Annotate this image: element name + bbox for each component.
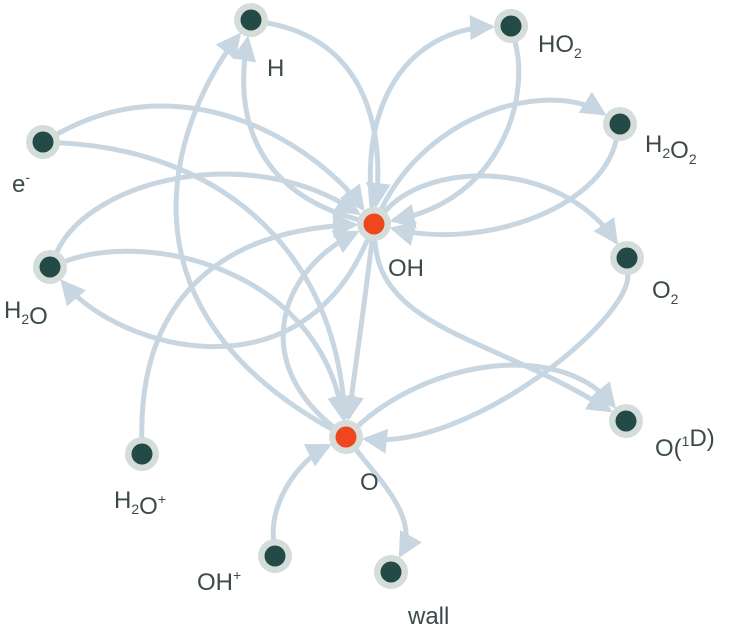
node-core-hub [335,426,357,448]
edge-ho2-to-oh [389,39,522,229]
edge-oh-to-o1d [372,238,613,413]
node-ho2[interactable] [494,9,528,43]
node-label-o1d: O(1D) [655,425,715,462]
node-label-ohp: OH+ [197,567,241,596]
node-label-h2o2: H2O2 [645,131,697,167]
node-core [615,410,637,432]
node-core [131,443,153,465]
edge-h-to-oh [265,20,391,209]
edge-o-to-oh [280,230,360,429]
edge-h2op-to-oh [139,213,359,440]
edge-e-to-oh [55,103,365,212]
edge-h2o-to-o [63,248,353,422]
node-label-ho2: HO2 [538,31,582,61]
node-core [39,256,61,278]
node-core [380,561,402,583]
node-core [240,9,262,31]
edge-h2o2-to-oh [389,138,619,246]
node-label-o: O [360,469,379,496]
node-o[interactable] [329,420,363,454]
edge-o-to-o1d [356,362,616,429]
node-core [500,15,522,37]
edges-layer [54,15,631,559]
node-h[interactable] [234,3,268,37]
node-label-oh: OH [388,255,424,282]
edge-oh-to-h2o2 [378,91,607,212]
node-h2o[interactable] [33,250,67,284]
edge-oh-to-o2 [382,173,618,245]
node-core [264,545,286,567]
node-o2[interactable] [610,241,644,275]
edge-oh-to-h [231,35,361,223]
edge-e-to-o [57,140,357,422]
node-ohp[interactable] [258,539,292,573]
node-core-hub [363,213,385,235]
edge-o-to-wall [354,447,422,559]
edge-o2-to-o [361,272,631,454]
node-core [32,131,54,153]
edge-h2o-to-oh [54,171,361,255]
node-label-o2: O2 [652,277,679,307]
node-label-wall: wall [407,603,449,630]
node-oh[interactable] [357,207,391,241]
node-core [609,113,631,135]
edge-o-to-h [173,32,334,432]
node-o1d[interactable] [609,404,643,438]
node-label-e: e- [12,169,30,198]
nodes-layer [26,3,644,589]
node-label-h: H [267,55,284,82]
node-h2op[interactable] [125,437,159,471]
node-e[interactable] [26,125,60,159]
node-core [616,247,638,269]
edge-oh-to-h2o [60,237,370,350]
edge-ohp-to-o [270,443,332,542]
node-wall[interactable] [374,555,408,589]
edge-oh-to-o [339,238,375,422]
node-h2o2[interactable] [603,107,637,141]
node-label-h2o: H2O [4,297,48,330]
edge-oh-to-ho2 [367,15,496,210]
node-label-h2op: H2O+ [114,487,166,520]
